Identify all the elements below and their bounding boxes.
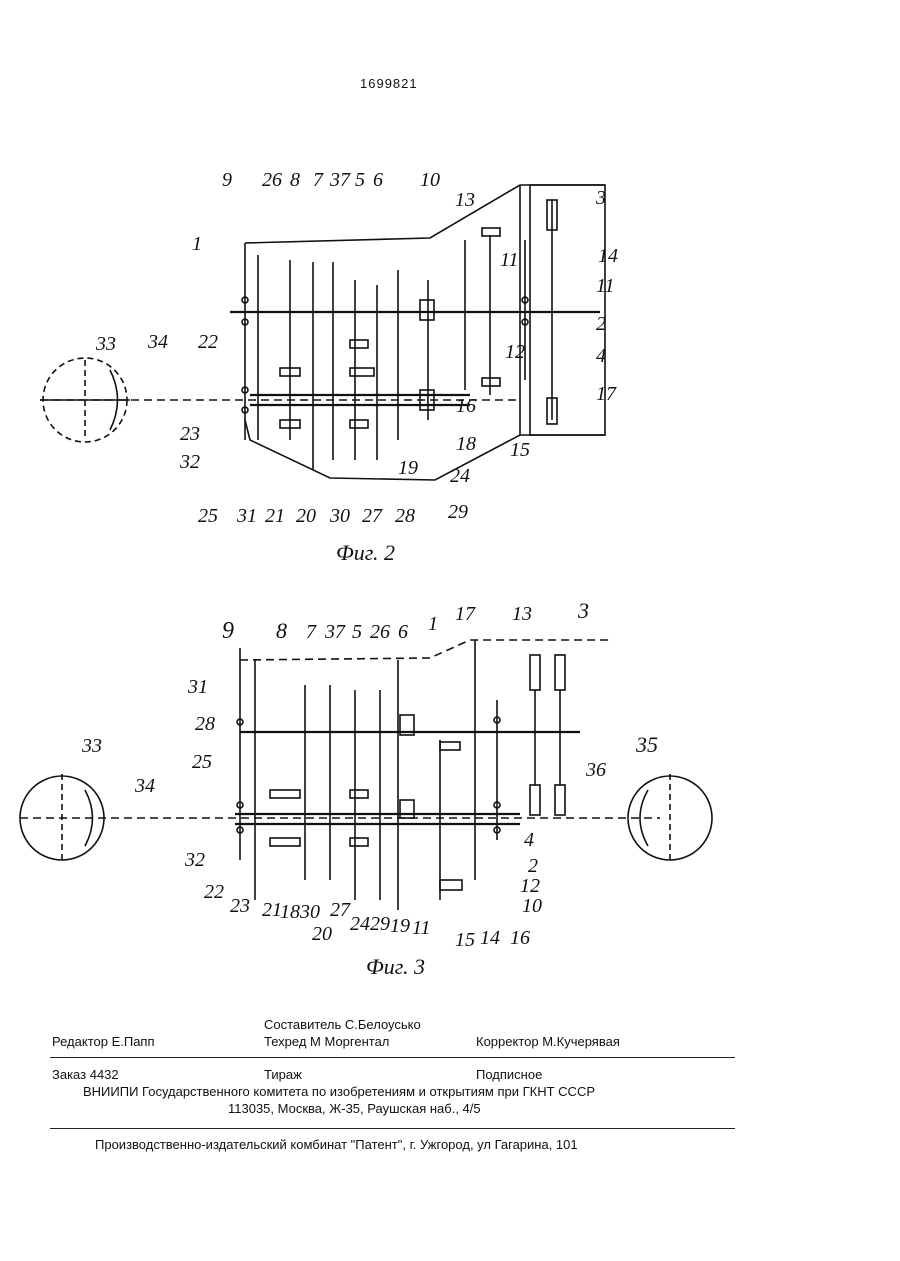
fig3-label: 3 — [577, 598, 589, 623]
imprint-circulation: Тираж — [264, 1067, 302, 1082]
fig3-label: 11 — [412, 917, 431, 939]
fig3-label: 36 — [585, 759, 606, 781]
fig3-label: 20 — [312, 923, 332, 945]
fig3-label: 16 — [510, 927, 530, 949]
fig3-label: 8 — [276, 618, 287, 643]
fig3-label: 14 — [480, 927, 500, 949]
fig3-label: 30 — [299, 901, 320, 923]
fig3-label: 18 — [280, 901, 300, 923]
fig3-label: 26 — [370, 621, 390, 643]
imprint-compiler: Составитель С.Белоусько — [264, 1017, 421, 1032]
imprint-org-line: ВНИИПИ Государственного комитета по изоб… — [83, 1084, 595, 1099]
fig3-label: 32 — [184, 849, 205, 871]
fig3-label: 15 — [455, 929, 475, 951]
fig3-label: 9 — [222, 618, 234, 644]
fig3-label: 29 — [370, 913, 390, 935]
imprint-corrector: Корректор М.Кучерявая — [476, 1034, 620, 1049]
imprint-order: Заказ 4432 — [52, 1067, 119, 1082]
figure-3-caption: Фиг. 3 — [366, 954, 425, 980]
fig3-label: 31 — [187, 676, 208, 698]
fig3-label: 27 — [330, 899, 351, 921]
imprint-divider — [50, 1128, 735, 1129]
fig3-label: 17 — [455, 603, 476, 625]
imprint-techred: Техред М Моргентал — [264, 1034, 389, 1049]
fig3-label: 25 — [192, 751, 212, 773]
fig3-label: 6 — [398, 621, 408, 643]
fig3-label: 22 — [204, 881, 224, 903]
fig3-label: 28 — [195, 713, 215, 735]
fig3-label: 23 — [230, 895, 250, 917]
figure-3-labels: 9 8 7 37 5 26 6 1 17 13 3 31 28 25 33 34… — [0, 0, 900, 1000]
imprint-address: 113035, Москва, Ж-35, Раушская наб., 4/5 — [228, 1101, 481, 1116]
fig3-label: 7 — [306, 621, 317, 643]
imprint-divider — [50, 1057, 735, 1058]
fig3-label: 24 — [350, 913, 370, 935]
fig3-label: 19 — [390, 915, 410, 937]
fig3-label: 2 — [528, 855, 538, 877]
imprint-publisher: Производственно-издательский комбинат "П… — [95, 1137, 578, 1152]
fig3-label: 33 — [81, 735, 102, 757]
fig3-label: 34 — [134, 775, 155, 797]
fig3-label: 13 — [512, 603, 532, 625]
fig3-label: 12 — [520, 875, 540, 897]
fig3-label: 35 — [635, 732, 658, 757]
fig3-label: 1 — [428, 613, 438, 635]
fig3-label: 21 — [262, 899, 282, 921]
fig3-label: 5 — [352, 621, 362, 643]
imprint-editor: Редактор Е.Папп — [52, 1034, 155, 1049]
imprint-subscription: Подписное — [476, 1067, 542, 1082]
fig3-label: 4 — [524, 829, 534, 851]
fig3-label: 37 — [324, 621, 346, 643]
fig3-label: 10 — [522, 895, 542, 917]
